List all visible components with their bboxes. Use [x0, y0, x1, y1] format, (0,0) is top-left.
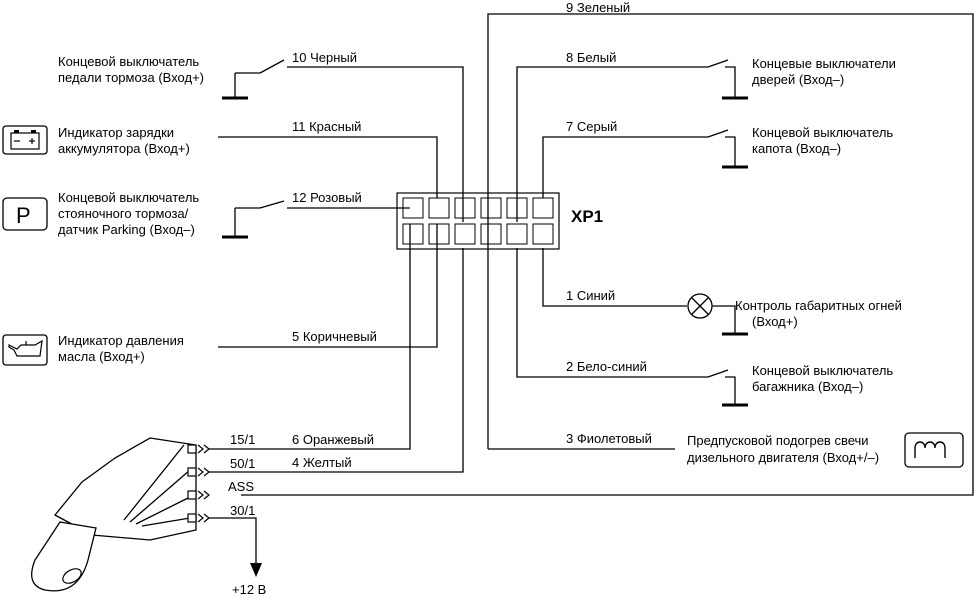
brake-pedal-switch [222, 59, 285, 100]
ignition-key-icon [31, 521, 97, 592]
trunk-label-1: Концевой выключатель [752, 363, 893, 378]
terminal-30-label: 30/1 [230, 503, 255, 518]
wire-11-label: 11 Красный [292, 119, 361, 134]
brake-pedal-label-1: Концевой выключатель [58, 54, 199, 69]
wire-2-label: 2 Бело-синий [566, 359, 647, 374]
doors-label-1: Концевые выключатели [752, 56, 896, 71]
parking-icon: P [2, 197, 48, 231]
arrow-down-icon [250, 563, 262, 577]
svg-text:P: P [16, 203, 31, 228]
brake-pedal-label-2: педали тормоза (Вход+) [58, 70, 204, 85]
wire-6-orange: 6 Оранжевый [208, 224, 411, 450]
parking-brake-switch [222, 200, 285, 239]
wire-8-white: 8 Белый [516, 50, 748, 222]
wire-9-label: 9 Зеленый [566, 0, 630, 15]
wire-5-label: 5 Коричневый [292, 329, 377, 344]
glow-plug-icon [904, 432, 964, 468]
connector-label: XP1 [571, 207, 603, 226]
parking-label-1: Концевой выключатель [58, 190, 199, 205]
oil-label-2: масла (Вход+) [58, 349, 145, 364]
battery-label-1: Индикатор зарядки [58, 125, 174, 140]
wire-8-label: 8 Белый [566, 50, 616, 65]
connector-pins [402, 197, 554, 245]
parking-label-3: датчик Parking (Вход–) [58, 222, 195, 237]
wire-12-pink: 12 Розовый [222, 190, 410, 239]
hood-label-2: капота (Вход–) [752, 141, 841, 156]
side-lights-label-2: (Вход+) [752, 314, 798, 329]
terminal-ass-label: ASS [228, 479, 254, 494]
connector-xp1: XP1 [396, 192, 603, 250]
wire-6-label: 6 Оранжевый [292, 432, 374, 447]
wire-1-blue: 1 Синий [542, 248, 748, 336]
wire-3-violet: 3 Фиолетовый [488, 431, 675, 450]
doors-label-2: дверей (Вход–) [752, 72, 844, 87]
wire-2-white-blue: 2 Бело-синий [516, 248, 748, 407]
wire-1-label: 1 Синий [566, 288, 615, 303]
glow-label-2: дизельного двигателя (Вход+/–) [687, 450, 879, 465]
hood-label-1: Концевой выключатель [752, 125, 893, 140]
wire-3-label: 3 Фиолетовый [566, 431, 652, 446]
wire-10-black: 10 Черный [208, 50, 464, 473]
supply-label: +12 В [232, 582, 266, 597]
wire-7-gray: 7 Серый [542, 119, 748, 198]
wire-11-red: 11 Красный [218, 119, 438, 198]
wire-5-brown: 5 Коричневый [218, 224, 438, 348]
battery-label-2: аккумулятора (Вход+) [58, 141, 190, 156]
parking-label-2: стояночного тормоза/ [58, 206, 189, 221]
supply-wire: +12 В [208, 517, 266, 597]
battery-icon [2, 125, 48, 155]
side-lights-label-1: Контроль габаритных огней [735, 298, 902, 313]
wire-7-label: 7 Серый [566, 119, 617, 134]
trunk-label-2: багажника (Вход–) [752, 379, 863, 394]
glow-label-1: Предпусковой подогрев свечи [687, 433, 869, 448]
wire-9-green: 9 Зеленый [241, 0, 974, 496]
oil-can-icon [2, 334, 48, 366]
terminal-50-label: 50/1 [230, 456, 255, 471]
oil-label-1: Индикатор давления [58, 333, 184, 348]
wire-10-label: 10 Черный [292, 50, 357, 65]
lamp-icon [687, 293, 713, 319]
wire-4-label: 4 Желтый [292, 455, 352, 470]
terminal-15-label: 15/1 [230, 432, 255, 447]
wire-12-label: 12 Розовый [292, 190, 362, 205]
ignition-switch [53, 437, 210, 541]
